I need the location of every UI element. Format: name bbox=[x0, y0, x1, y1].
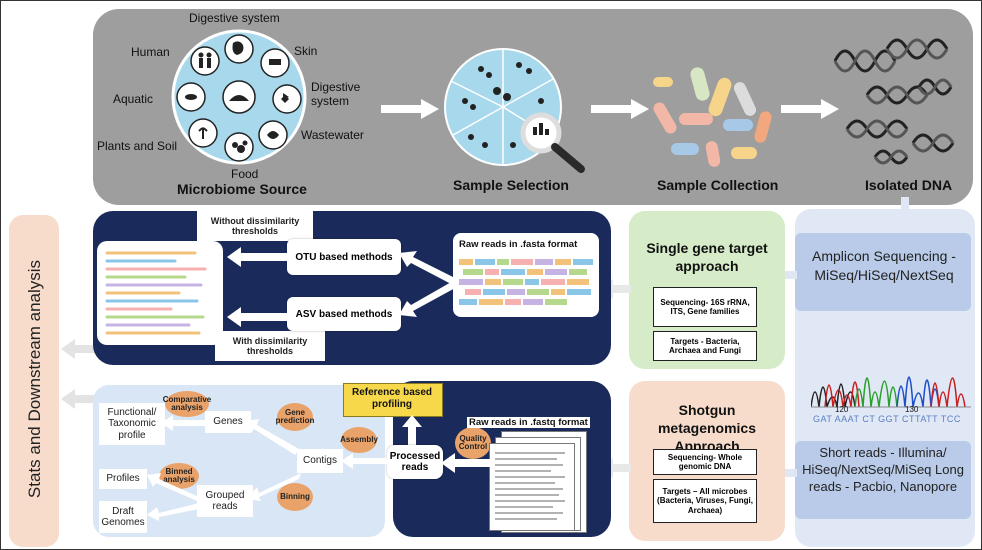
quality-control-circle: Quality Control bbox=[455, 427, 491, 459]
arrow-to-selection bbox=[381, 99, 439, 119]
processed-reads-box: Processed reads bbox=[387, 445, 443, 479]
reference-profiling-text: Reference based profiling bbox=[351, 387, 433, 410]
microbiome-source-title: Microbiome Source bbox=[177, 181, 307, 197]
with-threshold-note: With dissimilarity thresholds bbox=[215, 331, 325, 361]
reference-profiling-box bbox=[343, 383, 443, 417]
short-long-text: Short reads - Illumina/ HiSeq/NextSeq/Mi… bbox=[802, 445, 964, 494]
single-gene-targets-box: Targets - Bacteria, Archaea and Fungi bbox=[653, 331, 757, 361]
single-gene-title: Single gene target approach bbox=[646, 240, 768, 275]
short-long-box bbox=[795, 441, 971, 519]
without-threshold-note: Without dissimilarity thresholds bbox=[197, 211, 313, 241]
arrow-contigs-to-grouped bbox=[247, 473, 301, 501]
draft-genomes-box: Draft Genomes bbox=[99, 501, 147, 533]
arrow-to-stats-bottom bbox=[61, 389, 95, 409]
otu-table-lines bbox=[105, 251, 207, 335]
chromatogram-tick-130: 130 bbox=[905, 405, 919, 414]
amplicon-text: Amplicon Sequencing - MiSeq/HiSeq/NextSe… bbox=[812, 248, 956, 283]
comparative-analysis-circle: Comparative analysis bbox=[163, 391, 211, 417]
genes-box: Genes bbox=[205, 411, 251, 433]
functional-profile-box: Functional/ Taxonomic profile bbox=[99, 403, 165, 445]
source-label-plants-soil: Plants and Soil bbox=[97, 139, 178, 153]
fasta-reads-graphic bbox=[459, 259, 593, 305]
asv-methods-box: ASV based methods bbox=[287, 297, 401, 331]
arrow-fastq-to-processed bbox=[441, 453, 491, 473]
arrow-to-stats-top bbox=[61, 339, 95, 359]
arrow-processed-to-contigs bbox=[341, 453, 389, 469]
arrow-grouped-to-draft bbox=[147, 503, 199, 521]
arrows-fasta-to-methods bbox=[399, 251, 457, 317]
arrow-genes-to-functional bbox=[161, 415, 207, 431]
sample-collection-icon bbox=[653, 67, 772, 167]
amplicon-box bbox=[795, 233, 971, 311]
arrow-asv-to-table bbox=[227, 307, 289, 327]
microbiome-source-wheel bbox=[171, 29, 307, 165]
profiles-box: Profiles bbox=[99, 469, 147, 489]
source-label-wastewater: Wastewater bbox=[301, 128, 364, 142]
arrow-grouped-to-profiles bbox=[147, 473, 199, 501]
shotgun-title: Shotgun metagenomics Approach bbox=[657, 402, 757, 455]
sample-selection-title: Sample Selection bbox=[453, 177, 569, 193]
isolated-dna-title: Isolated DNA bbox=[865, 177, 953, 193]
arrow-otu-to-table bbox=[227, 247, 289, 267]
sample-collection-title: Sample Collection bbox=[657, 177, 779, 193]
source-label-aquatic: Aquatic bbox=[113, 92, 154, 106]
shotgun-targets-box: Targets – All microbes (Bacteria, Viruse… bbox=[653, 479, 757, 523]
binning-circle: Binning bbox=[277, 483, 313, 511]
fastq-reads-stack-3 bbox=[489, 443, 575, 531]
contigs-box: Contigs bbox=[297, 449, 343, 473]
arrow-to-dna bbox=[781, 99, 839, 119]
chromatogram bbox=[811, 376, 971, 408]
chromatogram-sequence: GAT AAAT CT GGT CTTATT TCC bbox=[813, 414, 961, 424]
source-label-human: Human bbox=[131, 45, 170, 59]
chromatogram-tick-120: 120 bbox=[835, 405, 849, 414]
stats-label: Stats and Downstream analysis bbox=[25, 259, 44, 499]
raw-reads-fasta-title: Raw reads in .fasta format bbox=[459, 239, 578, 250]
source-label-digestive-top: Digestive system bbox=[189, 11, 280, 25]
arrow-contigs-to-genes bbox=[245, 419, 299, 455]
grouped-reads-box: Grouped reads bbox=[197, 485, 253, 517]
sample-selection-icon bbox=[444, 48, 585, 173]
shotgun-sequencing-box: Sequencing- Whole genomic DNA bbox=[653, 449, 757, 475]
gene-prediction-circle: Gene prediction bbox=[276, 403, 314, 431]
isolated-dna-icon bbox=[833, 38, 955, 165]
source-label-food: Food bbox=[231, 167, 259, 181]
source-label-digestive-right: Digestive system bbox=[311, 80, 361, 108]
arrow-to-collection bbox=[591, 99, 649, 119]
fastq-reads-lines bbox=[495, 452, 565, 520]
otu-methods-box: OTU based methods bbox=[287, 239, 401, 275]
source-label-skin: Skin bbox=[294, 44, 318, 58]
assembly-circle: Assembly bbox=[340, 427, 378, 453]
stats-bar bbox=[9, 215, 59, 547]
raw-reads-fastq-title: Raw reads in .fastq format bbox=[467, 417, 590, 428]
single-gene-sequencing-box: Sequencing- 16S rRNA, ITS, Gene families bbox=[653, 287, 757, 327]
arrow-to-reference bbox=[402, 415, 422, 445]
